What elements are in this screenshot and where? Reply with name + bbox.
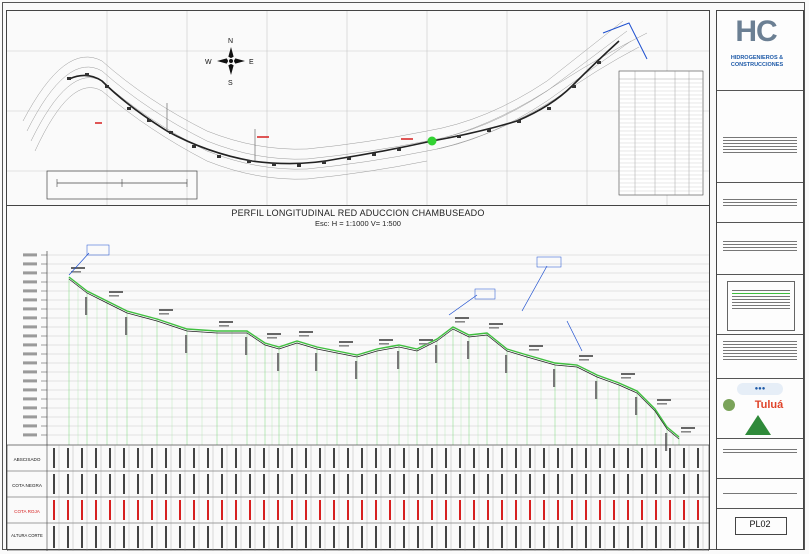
profile-annotations bbox=[71, 267, 695, 451]
green-point-marker bbox=[427, 136, 437, 146]
title-block-content-cell bbox=[717, 183, 803, 223]
row-label-altura-corte: ALTURA CORTE bbox=[11, 533, 43, 538]
plan-code-box bbox=[735, 517, 787, 535]
plan-view-drawing: N S E W bbox=[7, 11, 709, 205]
compass-e: E bbox=[249, 59, 254, 66]
station-drop-lines bbox=[68, 277, 680, 445]
compass-n: N bbox=[228, 38, 233, 45]
compass-s: S bbox=[228, 80, 233, 87]
pipe-profile-line bbox=[68, 278, 680, 440]
profile-title: PERFIL LONGITUDINAL RED ADUCCION CHAMBUS… bbox=[231, 208, 485, 218]
coordinates-table bbox=[618, 70, 704, 196]
plan-view: N S E W bbox=[7, 11, 709, 206]
terrain-profile-line bbox=[68, 276, 680, 438]
drawing-area: N S E W PERFIL LONGITUDINAL RED ADUCCION… bbox=[6, 10, 710, 551]
company-name-line2: CONSTRUCCIONES bbox=[730, 62, 784, 68]
sponsor-logos-cell: ●●● Tuluá bbox=[717, 379, 803, 439]
graphic-scale bbox=[46, 170, 198, 200]
profile-data-table bbox=[7, 444, 709, 551]
plan-grid bbox=[7, 11, 709, 205]
title-block-signature-cell bbox=[717, 439, 803, 479]
profile-scale: Esc: H = 1:1000 V= 1:500 bbox=[315, 219, 401, 228]
title-block: HC HIDROGENIEROS & CONSTRUCCIONES ●●● Tu… bbox=[716, 10, 804, 550]
red-point-markers bbox=[95, 122, 413, 140]
tulua-logo: Tuluá bbox=[754, 399, 784, 411]
contour-lines bbox=[22, 20, 648, 180]
elevation-axis bbox=[23, 251, 48, 445]
sponsor-logo-top: ●●● bbox=[737, 383, 783, 395]
route-nodes bbox=[67, 61, 601, 167]
title-block-scale-date-cell bbox=[717, 479, 803, 509]
company-name-line1: HIDROGENIEROS & bbox=[730, 55, 784, 61]
inlet-leader bbox=[602, 22, 648, 60]
title-block-notes-cell bbox=[717, 335, 803, 379]
profile-grid bbox=[47, 254, 709, 436]
municipal-seal-icon bbox=[723, 399, 735, 411]
row-label-cota-negra: COTA NEGRA bbox=[12, 483, 43, 488]
blue-callouts bbox=[68, 252, 583, 352]
compass-rose bbox=[217, 47, 245, 75]
row-label-cota-roja: COTA ROJA bbox=[14, 509, 41, 514]
title-block-project-cell bbox=[717, 91, 803, 183]
compass-w: W bbox=[205, 59, 212, 66]
conventions-box bbox=[727, 281, 795, 331]
company-logo: HC bbox=[735, 15, 777, 48]
title-block-logo-cell: HC HIDROGENIEROS & CONSTRUCCIONES bbox=[717, 11, 803, 91]
row-label-abscisado: ABSCISADO bbox=[14, 457, 41, 462]
longitudinal-profile: ABSCISADO COTA NEGRA COTA ROJA ALTURA CO… bbox=[7, 244, 709, 551]
title-block-plan-cell bbox=[717, 509, 803, 549]
environment-logo-icon bbox=[745, 415, 771, 435]
convention-legend-cell bbox=[717, 275, 803, 335]
plan-code: PL02 bbox=[749, 519, 771, 529]
plan-leaders bbox=[166, 103, 256, 161]
title-block-location-cell bbox=[717, 223, 803, 275]
pipeline-route bbox=[68, 40, 620, 165]
